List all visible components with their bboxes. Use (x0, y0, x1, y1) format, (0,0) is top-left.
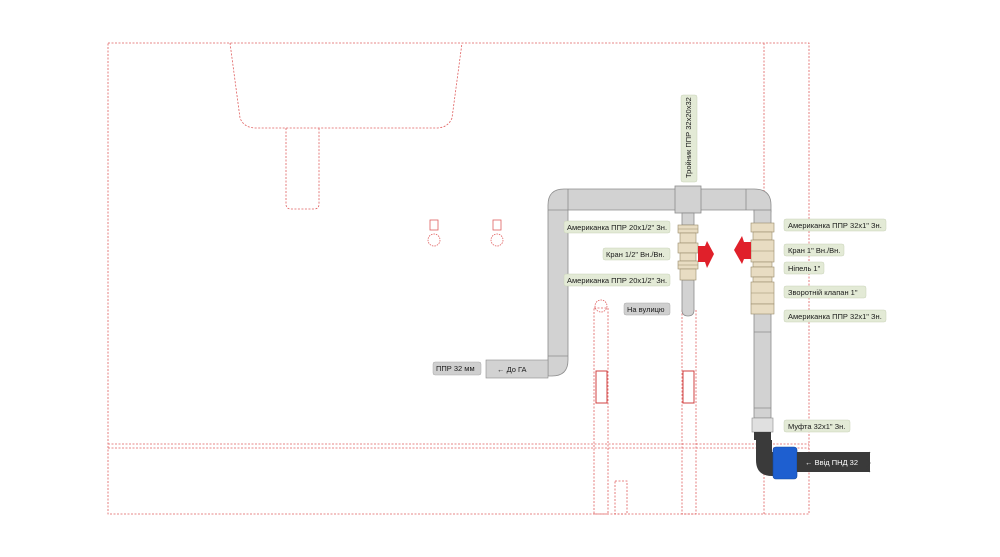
branch-fittings (677, 224, 699, 281)
riser-top (753, 209, 772, 225)
riser-fittings (750, 222, 775, 315)
tee-label: Тройник ППР 32х20х32 (684, 97, 693, 178)
drain-pipe-1 (593, 307, 609, 515)
label-union-32-top: Американка ППР 32х1" Зн. (783, 218, 887, 232)
valve-half-label: Кран 1/2" Вн./Вн. (606, 250, 665, 259)
main-ppr-pipe (547, 188, 772, 377)
riser-pipe (753, 307, 772, 419)
label-to-street: На вулицю (623, 302, 671, 316)
valve-half-body (677, 242, 699, 254)
socket-2 (492, 219, 502, 231)
branch-pipe-bottom (681, 279, 695, 317)
nipple-label: Ніпель 1" (788, 264, 821, 273)
sink-outline (229, 42, 463, 129)
union-20-top-label: Американка ППР 20х1/2" Зн. (567, 223, 667, 232)
coupling-label: Муфта 32х1" Зн. (788, 422, 845, 431)
union-20-bottom-label: Американка ППР 20х1/2" Зн. (567, 276, 667, 285)
room-outline (107, 42, 810, 515)
label-union-32-bottom: Американка ППР 32х1" Зн. (783, 309, 887, 323)
label-ppr-32: ППР 32 мм (432, 361, 482, 376)
ppr-pipework (547, 185, 772, 419)
label-valve-half: Кран 1/2" Вн./Вн. (602, 247, 671, 261)
label-check-valve: Зворотній клапан 1" (783, 285, 867, 299)
branch-pipe-top (681, 212, 695, 226)
compression-fitting (772, 446, 798, 480)
label-to-ga: ← До ГА (485, 359, 549, 379)
union-32-top-nut (750, 222, 775, 233)
label-valve-1: Кран 1" Вн./Вн. (783, 243, 845, 257)
inlet-assembly (751, 417, 871, 480)
coupling-thread (754, 432, 771, 440)
label-union-20-top: Американка ППР 20х1/2" Зн. (563, 220, 671, 234)
hdpe-inlet-pipe (797, 452, 870, 472)
label-union-20-bottom: Американка ППР 20х1/2" Зн. (563, 273, 671, 287)
union-32-bottom-nut (750, 303, 775, 315)
valve-1-label: Кран 1" Вн./Вн. (788, 246, 840, 255)
floor-drain (614, 480, 628, 515)
inlet-label: ← Ввід ПНД 32 (805, 458, 858, 467)
label-coupling: Муфта 32х1" Зн. (783, 419, 851, 433)
nipple-body (750, 266, 775, 278)
label-nipple: Ніпель 1" (783, 261, 825, 275)
drain-pipe-2 (681, 309, 697, 515)
coupling-body (751, 417, 774, 433)
union-32-top-label: Американка ППР 32х1" Зн. (788, 221, 882, 230)
to-street-label: На вулицю (627, 305, 665, 314)
check-valve-label: Зворотній клапан 1" (788, 288, 858, 297)
siphon-outline (285, 128, 320, 210)
valve-handle-icon[interactable] (698, 241, 714, 268)
to-ga-label: ← До ГА (497, 365, 527, 374)
tee-fitting (674, 185, 702, 214)
ppr-32-label: ППР 32 мм (436, 364, 475, 373)
socket-1 (429, 219, 439, 231)
wall-outline (107, 42, 810, 515)
union-32-bottom-label: Американка ППР 32х1" Зн. (788, 312, 882, 321)
valve-handle-icon[interactable] (734, 236, 751, 264)
sockets (427, 219, 695, 404)
label-tee: Тройник ППР 32х20х32 (680, 94, 698, 183)
